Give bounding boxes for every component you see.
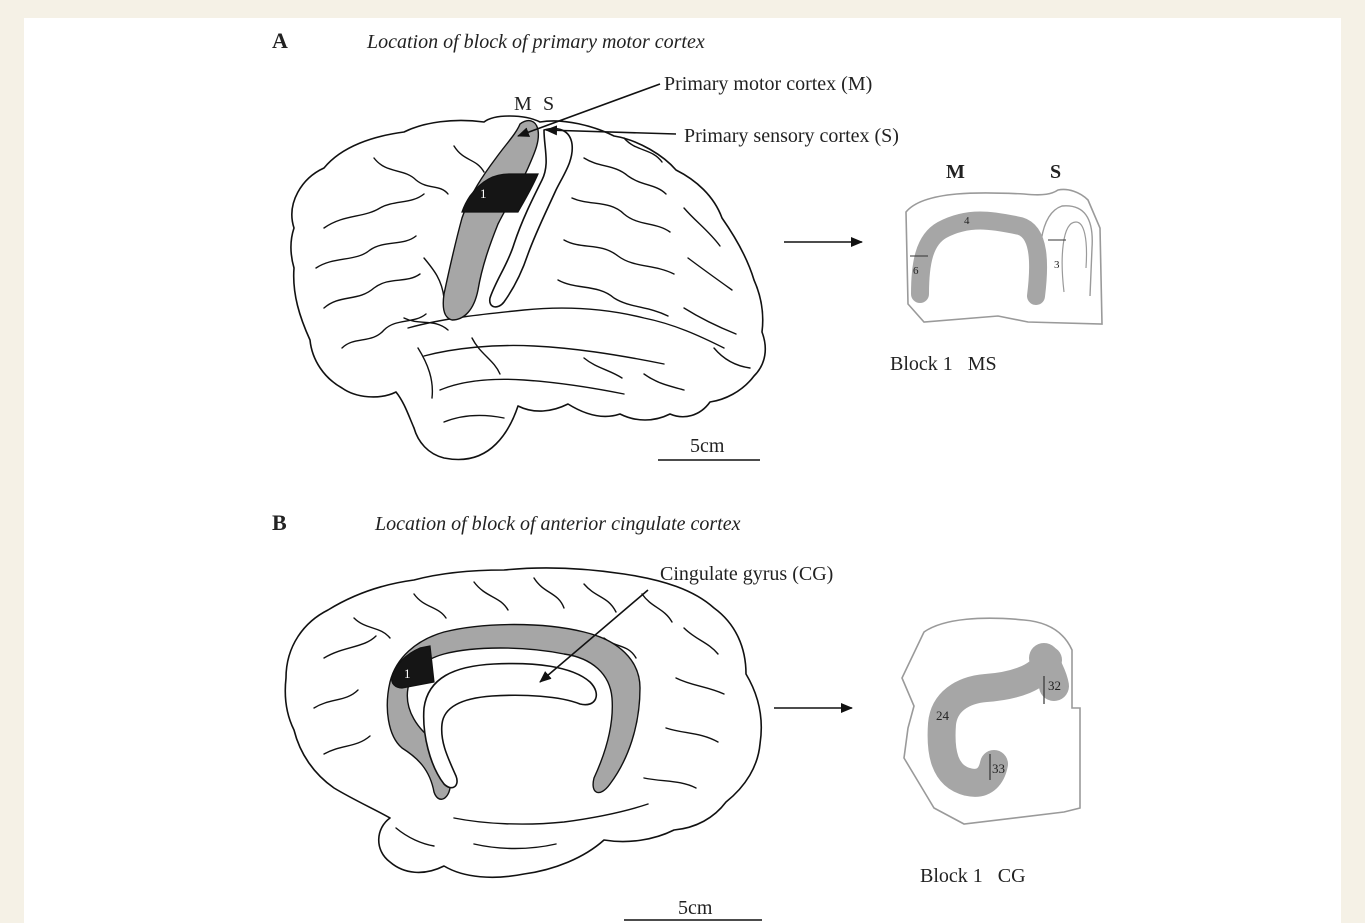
panel-b-scale-label: 5cm [678, 897, 713, 919]
panel-b-title: Location of block of anterior cingulate … [374, 513, 741, 535]
cg-area-32: 32 [1048, 678, 1061, 693]
figure-svg: A Location of block of primary motor cor… [24, 18, 1341, 923]
cingulate-label: Cingulate gyrus (CG) [660, 563, 833, 585]
panel-b-letter: B [272, 510, 287, 535]
ms-header-m: M [946, 161, 965, 183]
inset-block-cg: 24 32 33 Block 1 CG [902, 618, 1080, 887]
cg-area-24: 24 [936, 708, 950, 723]
cg-caption: Block 1 CG [920, 865, 1026, 887]
sensory-cortex-label: Primary sensory cortex (S) [684, 125, 899, 147]
cingulate-block-label: 1 [404, 666, 411, 681]
ms-area-3: 3 [1054, 259, 1060, 271]
ms-area-6: 6 [913, 265, 919, 277]
ms-block-outline [906, 189, 1102, 324]
cg-area-33: 33 [992, 761, 1005, 776]
motor-cortex-label: Primary motor cortex (M) [664, 73, 872, 95]
panel-a-title: Location of block of primary motor corte… [366, 31, 705, 53]
panel-a-letter: A [272, 28, 288, 53]
ms-area-4: 4 [964, 215, 970, 227]
medial-brain-outline [285, 568, 761, 877]
marker-m: M [514, 93, 532, 115]
panel-a: A Location of block of primary motor cor… [272, 28, 1102, 460]
panel-b: B Location of block of anterior cingulat… [272, 510, 1080, 920]
ms-caption: Block 1 MS [890, 353, 997, 375]
marker-s: S [543, 93, 554, 115]
motor-block-label: 1 [480, 186, 487, 201]
ms-header-s: S [1050, 161, 1061, 183]
panel-a-scale-label: 5cm [690, 435, 725, 457]
figure-canvas: A Location of block of primary motor cor… [24, 18, 1341, 923]
inset-block-ms: 4 6 3 M S Block 1 MS [890, 161, 1102, 375]
